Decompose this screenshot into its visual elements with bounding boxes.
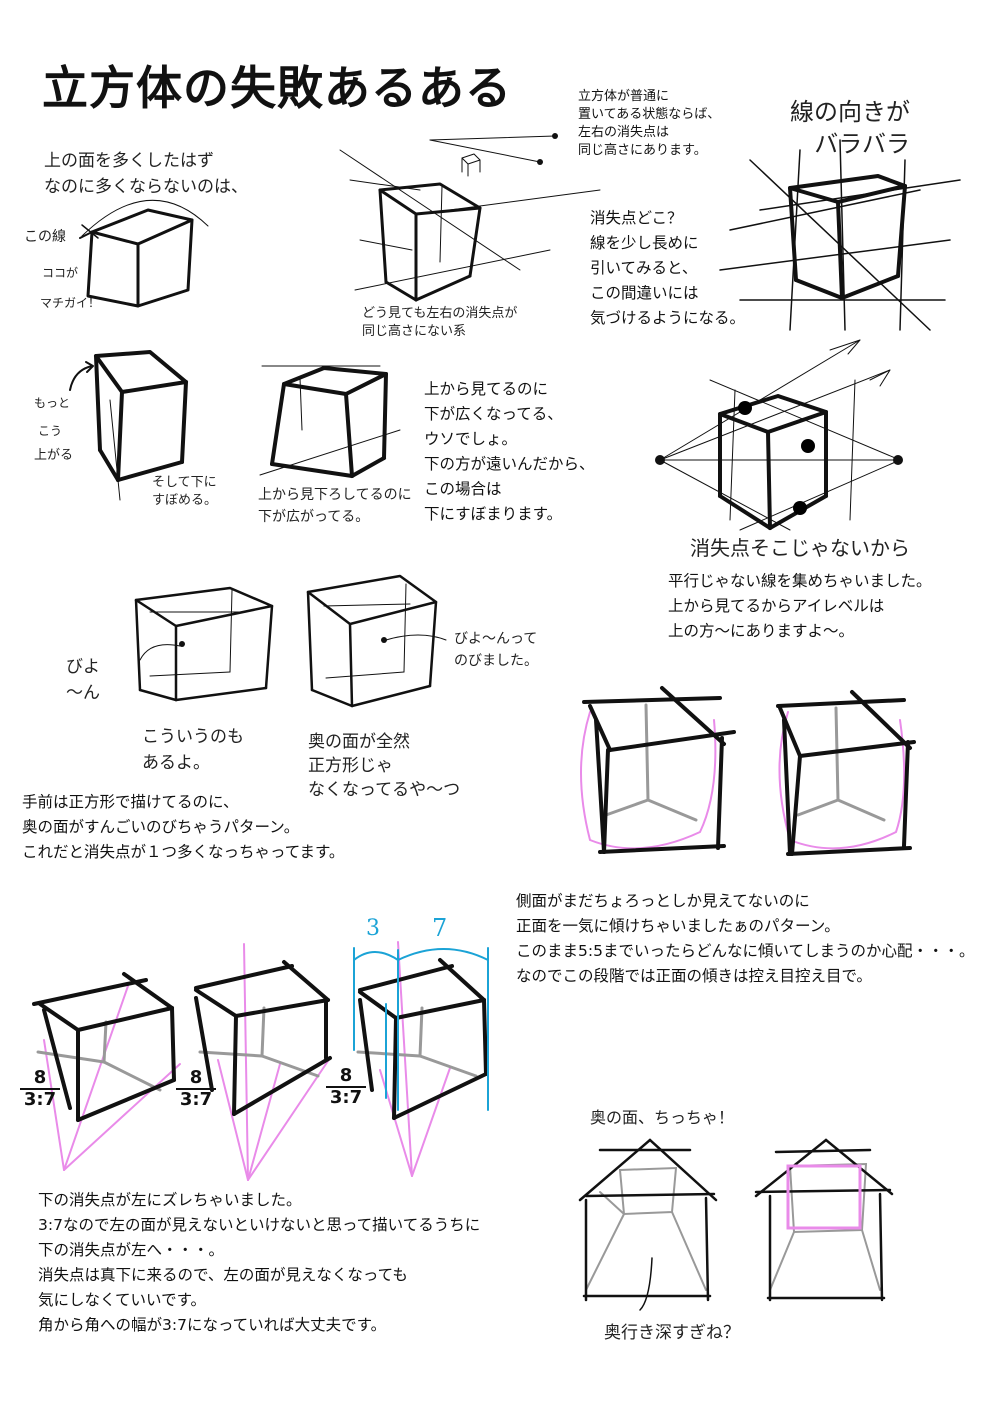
note-back-face-stretch: 手前は正方形で描けてるのに、 奥の面がすんごいのびちゃうパターン。 これだと消失… [22, 793, 345, 861]
hand-too-deep: 奥行き深すぎね？ [604, 1323, 740, 1343]
hand-like-this: こう [38, 424, 63, 438]
page-title: 立方体の失敗あるある [42, 61, 512, 115]
hand-this-line: この線 [24, 229, 66, 245]
ratio-num: 8 [20, 1068, 60, 1090]
cube-deep-pair [578, 1138, 894, 1311]
hand-more: もっと [34, 396, 71, 410]
hand-look-down: 上から見下ろしてるのに 下が広がってる。 [258, 487, 412, 525]
hand-here: ココが [42, 266, 79, 280]
ratio-num: 8 [326, 1066, 366, 1088]
ratio-num: 8 [176, 1068, 216, 1090]
cube-37-set [32, 941, 489, 1181]
ratio-den: 3:7 [179, 1089, 213, 1110]
hand-rise: 上がる [34, 448, 74, 463]
hand-line-direction: 線の向きが バラバラ [790, 98, 910, 158]
note-non-parallel: 平行じゃない線を集めちゃいました。 上から見てるからアイレベルは 上の方～にあり… [668, 572, 932, 640]
ratio-label-1: 8 3:7 [20, 1068, 60, 1110]
note-side-front-tilt: 側面がまだちょろっとしか見えてないのに 正面を一気に傾けちゃいましたぁのパターン… [516, 892, 975, 985]
ratio-label-3: 8 3:7 [326, 1066, 366, 1108]
note-lower-vp-shift: 下の消失点が左にズレちゃいました。 3:7なので左の面が見えないといけないと思っ… [38, 1191, 481, 1334]
ratio-den: 3:7 [329, 1087, 363, 1108]
cube-stretch-right [306, 574, 447, 708]
cube-non-parallel [655, 339, 903, 531]
hand-mistake: マチガイ！ [40, 296, 101, 310]
note-vp-same-height: 立方体が普通に 置いてある状態ならば、 左右の消失点は 同じ高さにあります。 [578, 89, 721, 158]
cube-tilt-pair [580, 686, 916, 856]
ratio-three: 3 [366, 916, 380, 941]
hand-top-face: 上の面を多くしたはず なのに多くならないのは、 [44, 151, 248, 197]
cube-rise-narrow [69, 350, 188, 501]
hand-back-face: 奥の面が全然 正方形じゃ なくなってるや～つ [308, 732, 461, 800]
hand-also-this: こういうのも あるよ。 [142, 727, 244, 773]
ratio-den: 3:7 [23, 1089, 57, 1110]
hand-stretch-left: びよ ～ん [66, 657, 100, 703]
cube-stretch-left [134, 586, 274, 702]
hand-stretch-right: びよ～んって のびました。 [454, 631, 538, 669]
hand-narrow: そして下に すぼめる。 [152, 475, 218, 508]
cube-line-direction [719, 139, 961, 331]
hand-lr-vp: どう見ても左右の消失点が 同じ高さにない系 [362, 306, 518, 339]
small-vp-sketch [429, 133, 558, 177]
cube-vp-height [339, 149, 601, 302]
hand-vp-not-there: 消失点そこじゃないから [690, 536, 910, 560]
hand-back-small: 奥の面、ちっちゃ！ [590, 1108, 735, 1127]
cube-top-face-mistake [79, 199, 209, 308]
note-top-view-wide: 上から見てるのに 下が広くなってる、 ウソでしょ。 下の方が遠いんだから、 この… [424, 380, 595, 523]
cube-look-down-wide [259, 365, 401, 478]
ratio-seven: 7 [432, 914, 448, 942]
ratio-label-2: 8 3:7 [176, 1068, 216, 1110]
note-vp-where: 消失点どこ？ 線を少し長めに 引いてみると、 この間違いには 気づけるようになる… [590, 209, 746, 327]
